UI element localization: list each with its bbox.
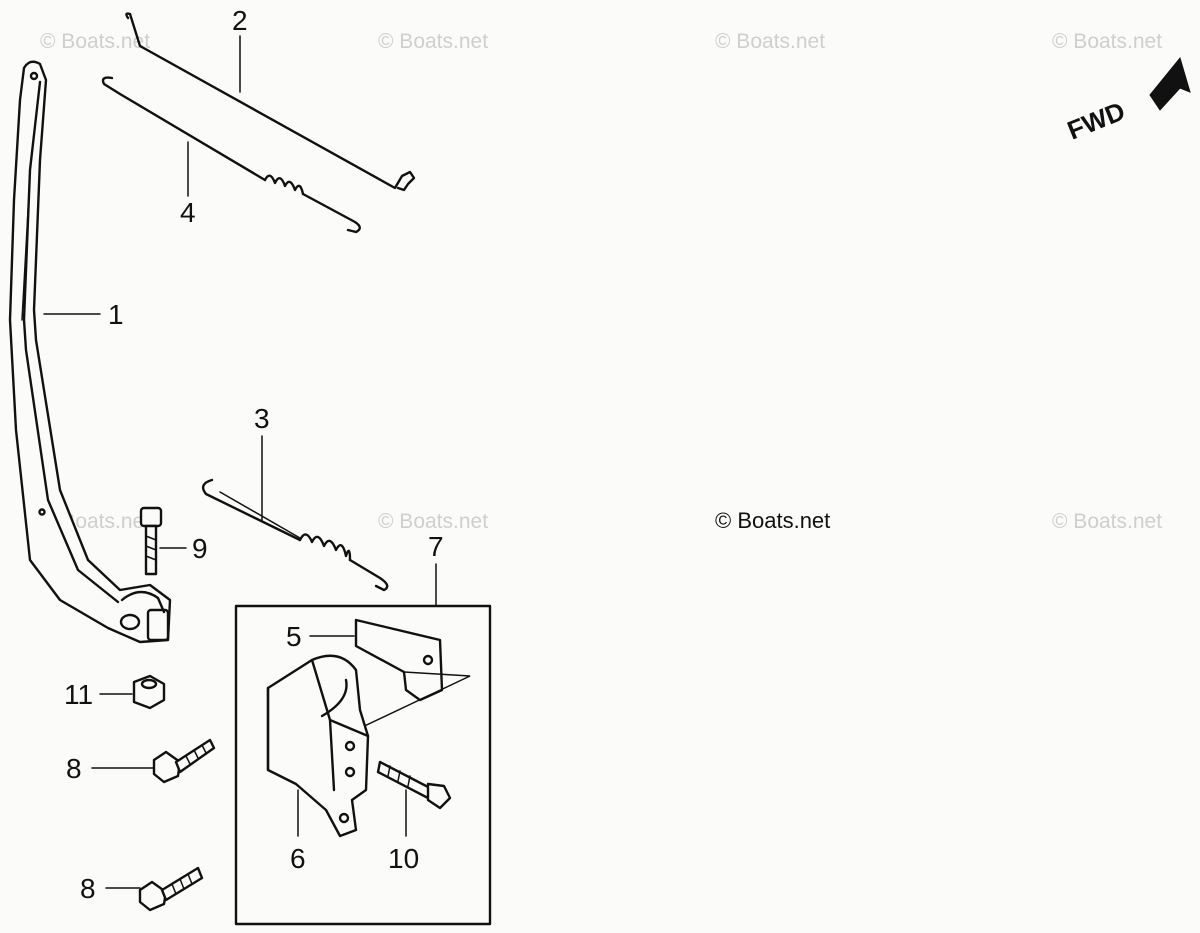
callout-8-upper: 8 [66,753,82,784]
callout-1: 1 [108,299,124,330]
part-6-mount [266,654,370,838]
part-9-bolt [139,506,163,576]
callout-2: 2 [232,5,248,36]
part-11-nut [132,674,166,710]
part-1-arm [8,60,172,644]
part-2-rod [125,12,416,192]
fwd-label: FWD [1063,96,1129,146]
part-8-bolt-upper [152,738,216,784]
part-4-rod-spring [101,76,361,234]
part-7-assembly-box [234,604,492,926]
callout-10: 10 [388,843,419,874]
callout-6: 6 [290,843,306,874]
callout-5: 5 [286,621,302,652]
part-8-bolt-lower [138,866,204,912]
callout-7: 7 [428,531,444,562]
watermark-mid-right: © Boats.net [715,508,830,533]
callout-3: 3 [254,403,270,434]
part-10-screw [376,760,452,810]
leader-lines [43,35,437,889]
watermark-mid-far-right: © Boats.net [1052,510,1162,533]
watermark-top-left: © Boats.net [40,30,150,53]
fwd-indicator: FWD [1063,56,1191,146]
watermark-top-right: © Boats.net [715,30,825,53]
watermark-top-far-right: © Boats.net [1052,30,1162,53]
fwd-arrow-icon [1149,56,1191,111]
callout-4: 4 [180,197,196,228]
callout-8-lower: 8 [80,873,96,904]
part-5-plate [354,618,471,731]
watermark-top-center: © Boats.net [378,30,488,53]
part-3-spring-rod [201,478,389,592]
callout-9: 9 [192,533,208,564]
watermark-mid-center: © Boats.net [378,510,488,533]
callout-11: 11 [64,679,93,710]
